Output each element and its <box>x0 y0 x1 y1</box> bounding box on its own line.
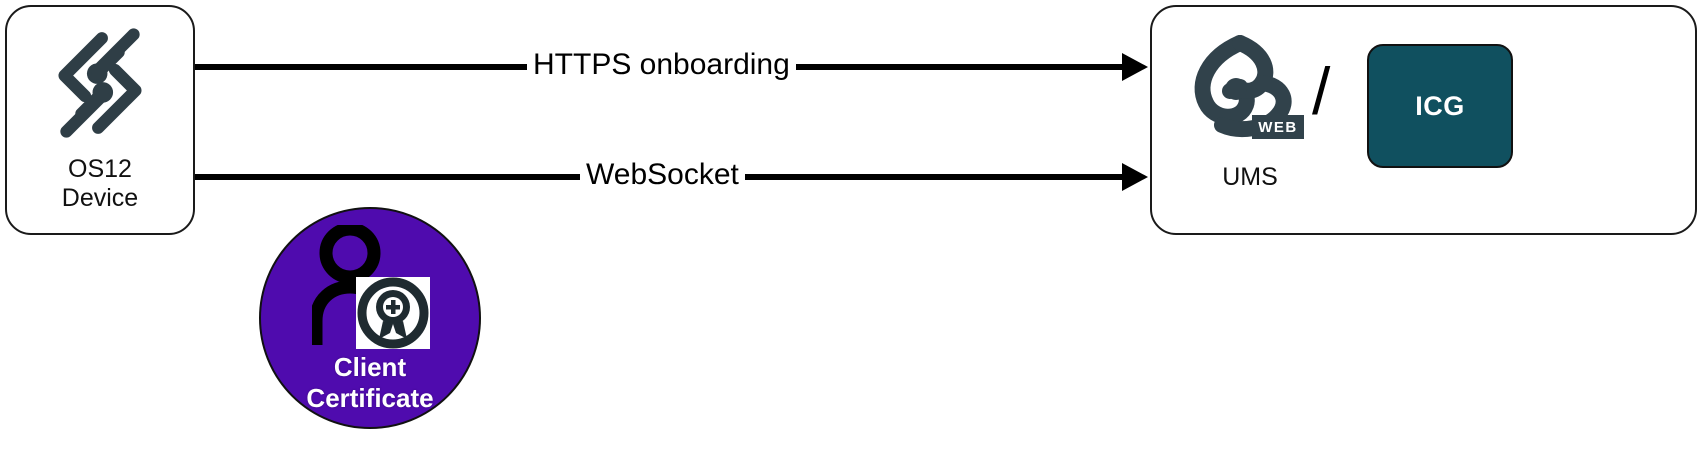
edge-websocket-arrowhead <box>1122 163 1148 191</box>
icg-label: ICG <box>1415 90 1465 121</box>
edge-https-onboarding-arrowhead <box>1122 53 1148 81</box>
web-badge: WEB <box>1252 115 1304 139</box>
client-certificate-caption: Client Certificate <box>306 352 434 413</box>
server-caption: UMS <box>1222 163 1278 191</box>
edge-label-https-onboarding: HTTPS onboarding <box>527 48 796 82</box>
nozomi-networks-logo-icon <box>58 28 142 138</box>
icg-module-box[interactable]: ICG <box>1367 44 1513 168</box>
device-caption: OS12 Device <box>61 155 139 212</box>
edge-label-websocket: WebSocket <box>580 158 745 192</box>
user-with-certificate-icon <box>312 225 430 349</box>
logo-separator-slash: / <box>1312 54 1331 128</box>
